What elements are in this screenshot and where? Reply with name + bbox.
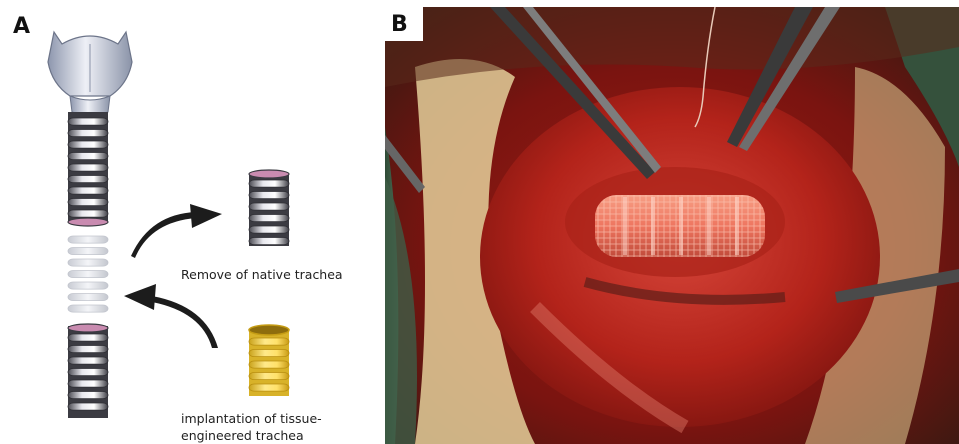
- cartilage-ring: [249, 180, 289, 187]
- ghost-cartilage-ring: [68, 271, 108, 278]
- engineered-ring: [249, 350, 289, 357]
- removed-segment-ghost: [68, 236, 108, 312]
- cartilage-ring: [68, 118, 108, 125]
- implant-caption-line2: engineered trachea: [181, 427, 304, 444]
- cartilage-ring: [68, 199, 108, 206]
- engineered-ring: [249, 384, 289, 391]
- cartilage-ring: [249, 226, 289, 233]
- cartilage-ring: [68, 176, 108, 183]
- cartilage-ring: [68, 380, 108, 387]
- cartilage-ring: [68, 369, 108, 376]
- ghost-cartilage-ring: [68, 305, 108, 312]
- removed-native-segment: [249, 170, 289, 246]
- cartilage-ring: [68, 403, 108, 410]
- cartilage-ring: [68, 130, 108, 137]
- implant-arrow-icon: [124, 284, 218, 348]
- panel-b-label: B: [391, 12, 408, 37]
- ghost-cartilage-ring: [68, 259, 108, 266]
- remove-caption: Remove of native trachea: [181, 266, 343, 283]
- cartilage-ring: [68, 392, 108, 399]
- cartilage-ring: [68, 346, 108, 353]
- engineered-ring: [249, 338, 289, 345]
- ghost-cartilage-ring: [68, 236, 108, 243]
- implanted-scaffold: [595, 195, 765, 257]
- cartilage-ring: [249, 192, 289, 199]
- cartilage-ring: [68, 187, 108, 194]
- ghost-cartilage-ring: [68, 294, 108, 301]
- remove-arrow-icon: [131, 204, 222, 258]
- engineered-ring: [249, 361, 289, 368]
- cartilage-ring: [249, 238, 289, 245]
- cartilage-ring: [68, 210, 108, 217]
- engineered-ring: [249, 373, 289, 380]
- cartilage-ring: [249, 215, 289, 222]
- upper-native-trachea: [68, 112, 108, 226]
- cartilage-ring: [68, 357, 108, 364]
- surgical-photo-illustration: [385, 7, 959, 444]
- panel-b-label-box: B: [385, 7, 423, 41]
- ghost-cartilage-ring: [68, 282, 108, 289]
- ghost-cartilage-ring: [68, 248, 108, 255]
- lower-native-trachea: [68, 324, 108, 418]
- cartilage-ring: [68, 164, 108, 171]
- cartilage-ring: [68, 334, 108, 341]
- cartilage-ring: [68, 141, 108, 148]
- engineered-trachea-segment: [249, 325, 289, 396]
- trachea-schematic: [0, 0, 385, 444]
- implant-caption-line1: implantation of tissue-: [181, 410, 322, 427]
- panel-b-photo: B: [385, 7, 959, 444]
- larynx-cartilage-icon: [48, 32, 132, 115]
- cartilage-ring: [68, 153, 108, 160]
- cartilage-ring: [249, 203, 289, 210]
- panel-a-diagram: A: [0, 0, 385, 444]
